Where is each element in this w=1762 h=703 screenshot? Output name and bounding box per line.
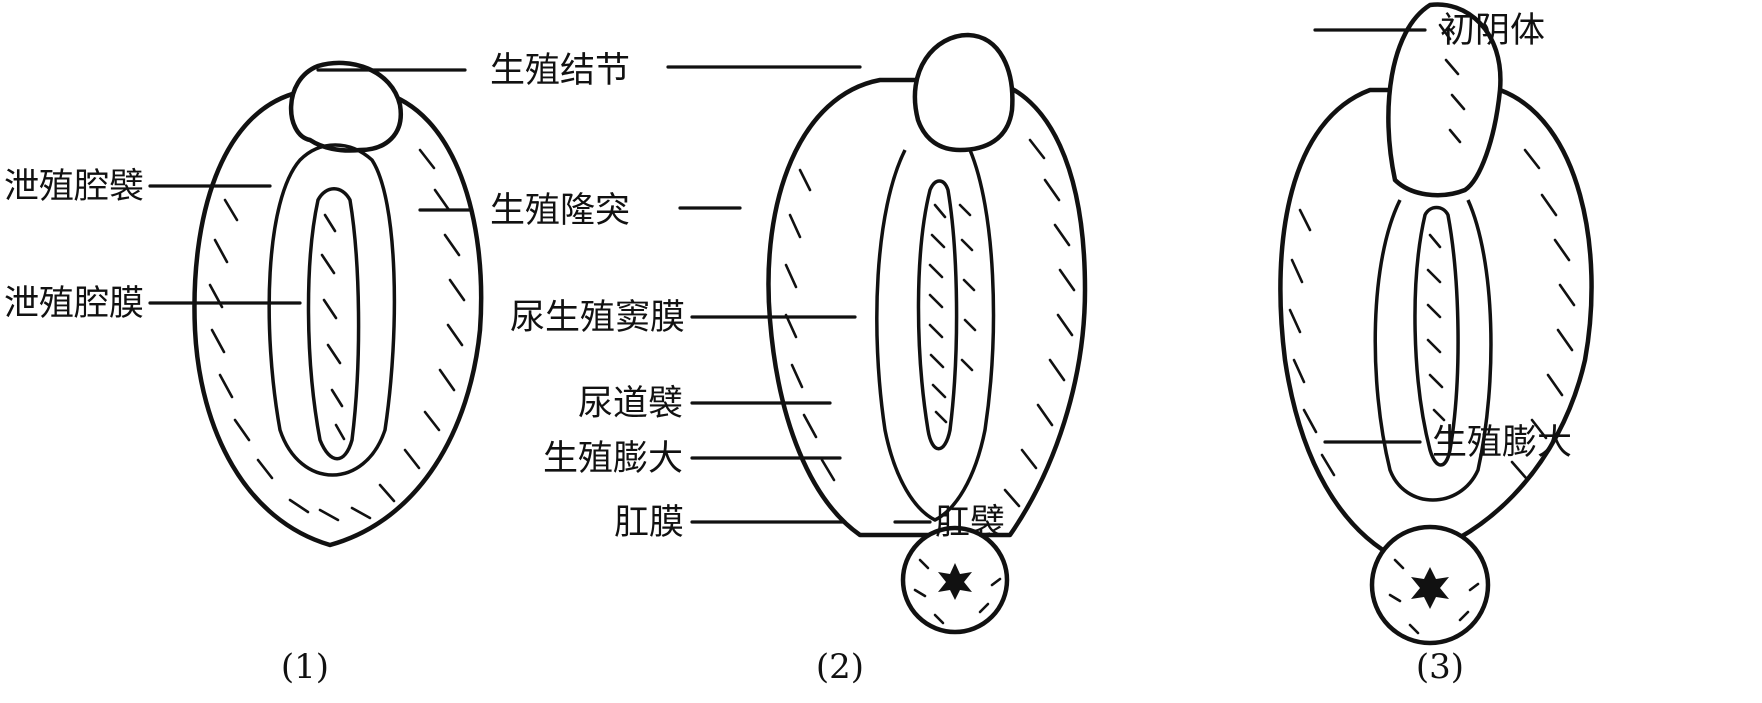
caption-panel-1: (1) xyxy=(281,647,329,687)
label-urethral-fold: 尿道襞 xyxy=(578,384,683,424)
panel-2-urethral-fold xyxy=(875,149,996,522)
label-genital-swelling: 生殖隆突 xyxy=(490,191,630,231)
panel-3-primordial-phallus xyxy=(1386,2,1503,198)
captions: (1) (2) (3) xyxy=(281,647,1464,687)
panel-1-genital-tubercle xyxy=(288,60,404,153)
panel-2-genital-tubercle xyxy=(912,32,1015,153)
panel-2-anal-membrane xyxy=(938,563,972,600)
labels: 生殖结节 泄殖腔襞 生殖隆突 泄殖腔膜 尿生殖窦膜 尿道襞 生殖膨大 肛膜 肛襞… xyxy=(4,11,1572,543)
panel-1-drawing xyxy=(192,60,484,548)
label-cloacal-membrane: 泄殖腔膜 xyxy=(4,284,144,324)
panel-3-anal-opening xyxy=(1411,567,1449,609)
leader-lines xyxy=(148,28,1427,524)
label-anal-fold: 肛襞 xyxy=(935,503,1005,543)
panel-2-hatching xyxy=(784,138,1076,625)
panel-1-cloacal-fold xyxy=(267,143,397,477)
label-genital-tubercle: 生殖结节 xyxy=(490,51,630,91)
panel-3-urethral-groove xyxy=(1373,199,1493,502)
panel-3-inner-groove xyxy=(1413,205,1460,467)
panel-2-urogenital-sinus-membrane xyxy=(916,179,959,451)
label-urogenital-sinus-membrane: 尿生殖窦膜 xyxy=(510,298,685,338)
label-genital-enlargement-2: 生殖膨大 xyxy=(543,439,683,479)
label-primordial-phallus: 初阴体 xyxy=(1440,11,1545,51)
label-cloacal-fold: 泄殖腔襞 xyxy=(4,167,144,207)
panel-3-hatching xyxy=(1288,23,1576,635)
panel-1-genital-swelling xyxy=(192,89,484,548)
label-genital-enlargement-3: 生殖膨大 xyxy=(1432,423,1572,463)
label-anal-membrane: 肛膜 xyxy=(614,503,684,543)
panel-2-drawing xyxy=(766,32,1088,635)
panel-1-cloacal-membrane xyxy=(306,187,361,461)
panel-1-hatching xyxy=(208,148,466,522)
caption-panel-2: (2) xyxy=(816,647,864,687)
panel-3-drawing xyxy=(1278,2,1594,646)
panel-2-genital-swelling xyxy=(766,77,1088,538)
caption-panel-3: (3) xyxy=(1416,647,1464,687)
